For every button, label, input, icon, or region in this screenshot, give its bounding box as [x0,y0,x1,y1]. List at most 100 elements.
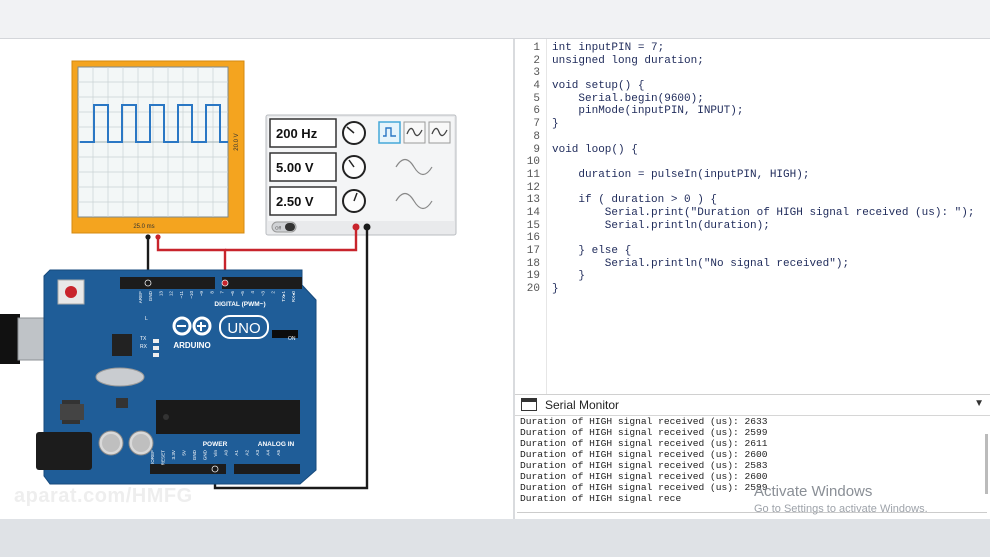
code-text[interactable]: unsigned long duration; [552,54,704,67]
code-line[interactable]: 15 Serial.println(duration); [515,220,990,233]
line-number: 16 [526,232,540,245]
line-number: 18 [526,257,540,270]
code-text[interactable]: } [552,118,559,131]
serial-input[interactable] [517,512,987,518]
triangle-wave-icon [406,127,423,137]
code-text[interactable]: } [552,283,559,296]
code-text[interactable]: int inputPIN = 7; [552,42,665,54]
sine-wave-button[interactable] [428,121,451,144]
line-number: 5 [533,92,540,105]
function-generator[interactable]: 200 Hz 5.00 V 2.50 V [265,114,457,236]
pin-label: ~9 [199,291,204,297]
panel-divider[interactable] [513,39,515,519]
code-line[interactable]: 20} [515,283,990,296]
code-text[interactable]: void setup() { [552,80,645,93]
arduino-digital-label: DIGITAL (PWM~) [214,301,265,308]
code-line[interactable]: 11 duration = pulseIn(inputPIN, HIGH); [515,169,990,182]
window-icon [521,398,537,411]
arduino-board[interactable]: UNO ARDUINO DIGITAL (PWM~) POWER ANALOG … [0,269,317,485]
code-text[interactable]: void loop() { [552,143,638,156]
code-text[interactable]: pinMode(inputPIN, INPUT); [552,105,744,118]
square-wave-button[interactable] [378,121,401,144]
code-line[interactable]: 5 Serial.begin(9600); [515,93,990,106]
code-text[interactable]: } [552,270,586,283]
code-line[interactable]: 2 unsigned long duration; [515,55,990,68]
arduino-led-l: L [145,316,148,322]
line-number: 6 [533,105,540,118]
pin-label: 5V [182,449,187,456]
pin-label: A0 [224,450,229,456]
serial-line: Duration of HIGH signal received (us): 2… [520,482,768,493]
code-line[interactable]: 16 [515,232,990,245]
line-number: 12 [526,181,540,194]
arduino-led-rx: RX [140,344,148,350]
serial-scrollbar[interactable] [985,434,988,494]
pin-label: GND [203,449,208,460]
frequency-knob[interactable] [342,121,366,145]
code-text[interactable]: Serial.begin(9600); [552,92,704,105]
amplitude-knob[interactable] [342,155,366,179]
code-line[interactable]: 12 [515,182,990,195]
code-line[interactable]: 19 } [515,270,990,283]
pin-label: A4 [266,450,271,456]
pin-label: GND [148,290,153,301]
top-toolbar [0,0,990,39]
serial-line: Duration of HIGH signal received (us): 2… [520,471,768,482]
offset-display: 2.50 V [276,194,314,209]
pin-label: TX▸1 [281,291,286,302]
code-text[interactable]: } else { [552,245,632,257]
line-number: 19 [526,270,540,283]
code-line[interactable]: 7} [515,118,990,131]
code-line[interactable]: 18 Serial.println("No signal received"); [515,258,990,271]
pin-label: RESET [161,450,166,466]
frequency-display: 200 Hz [276,126,318,141]
code-text[interactable]: if ( duration > 0 ) { [552,194,718,207]
code-text[interactable]: Serial.println(duration); [552,219,770,232]
code-line[interactable]: 8 [515,131,990,144]
circuit-canvas[interactable]: 25.0 ms 20.0 V 200 Hz 5.00 V 2.50 V [0,39,513,519]
pin-label: RX◂0 [291,291,296,303]
offset-wave-icon [395,192,433,210]
offset-knob[interactable] [342,189,366,213]
line-number: 2 [533,54,540,67]
line-number: 3 [533,67,540,80]
code-line[interactable]: 3 [515,67,990,80]
power-switch-label: Off [275,226,282,231]
code-line[interactable]: 14 Serial.print("Duration of HIGH signal… [515,207,990,220]
serial-monitor-header[interactable]: Serial Monitor ▼ [515,394,990,416]
line-number: 13 [526,194,540,207]
code-line[interactable]: 13 if ( duration > 0 ) { [515,194,990,207]
code-text[interactable]: Serial.println("No signal received"); [552,257,850,270]
code-line[interactable]: 10 [515,156,990,169]
code-line[interactable]: 6 pinMode(inputPIN, INPUT); [515,105,990,118]
triangle-wave-button[interactable] [403,121,426,144]
pin-label: 4 [250,291,255,294]
pin-label: ~10 [189,291,194,299]
code-text[interactable]: duration = pulseIn(inputPIN, HIGH); [552,168,810,181]
amplitude-wave-icon [395,158,433,176]
pin-label: ~3 [260,291,265,297]
power-switch[interactable] [285,223,295,231]
serial-monitor-title: Serial Monitor [545,398,620,412]
wire-red-generator[interactable] [225,227,358,252]
code-text[interactable]: Serial.print("Duration of HIGH signal re… [552,206,975,219]
square-wave-icon [383,127,396,137]
serial-line: Duration of HIGH signal received (us): 2… [520,416,768,427]
code-line[interactable]: 17 } else { [515,245,990,258]
serial-line: Duration of HIGH signal received (us): 2… [520,460,768,471]
sine-wave-icon [431,127,448,137]
pin-label: 12 [169,291,174,297]
wire-red-scope[interactable] [156,237,227,281]
chevron-down-icon[interactable]: ▼ [974,398,984,409]
oscilloscope[interactable]: 25.0 ms 20.0 V [71,60,245,240]
pin-label: Vin [213,450,218,457]
serial-line: Duration of HIGH signal received (us): 2… [520,427,768,438]
amplitude-display: 5.00 V [276,160,314,175]
